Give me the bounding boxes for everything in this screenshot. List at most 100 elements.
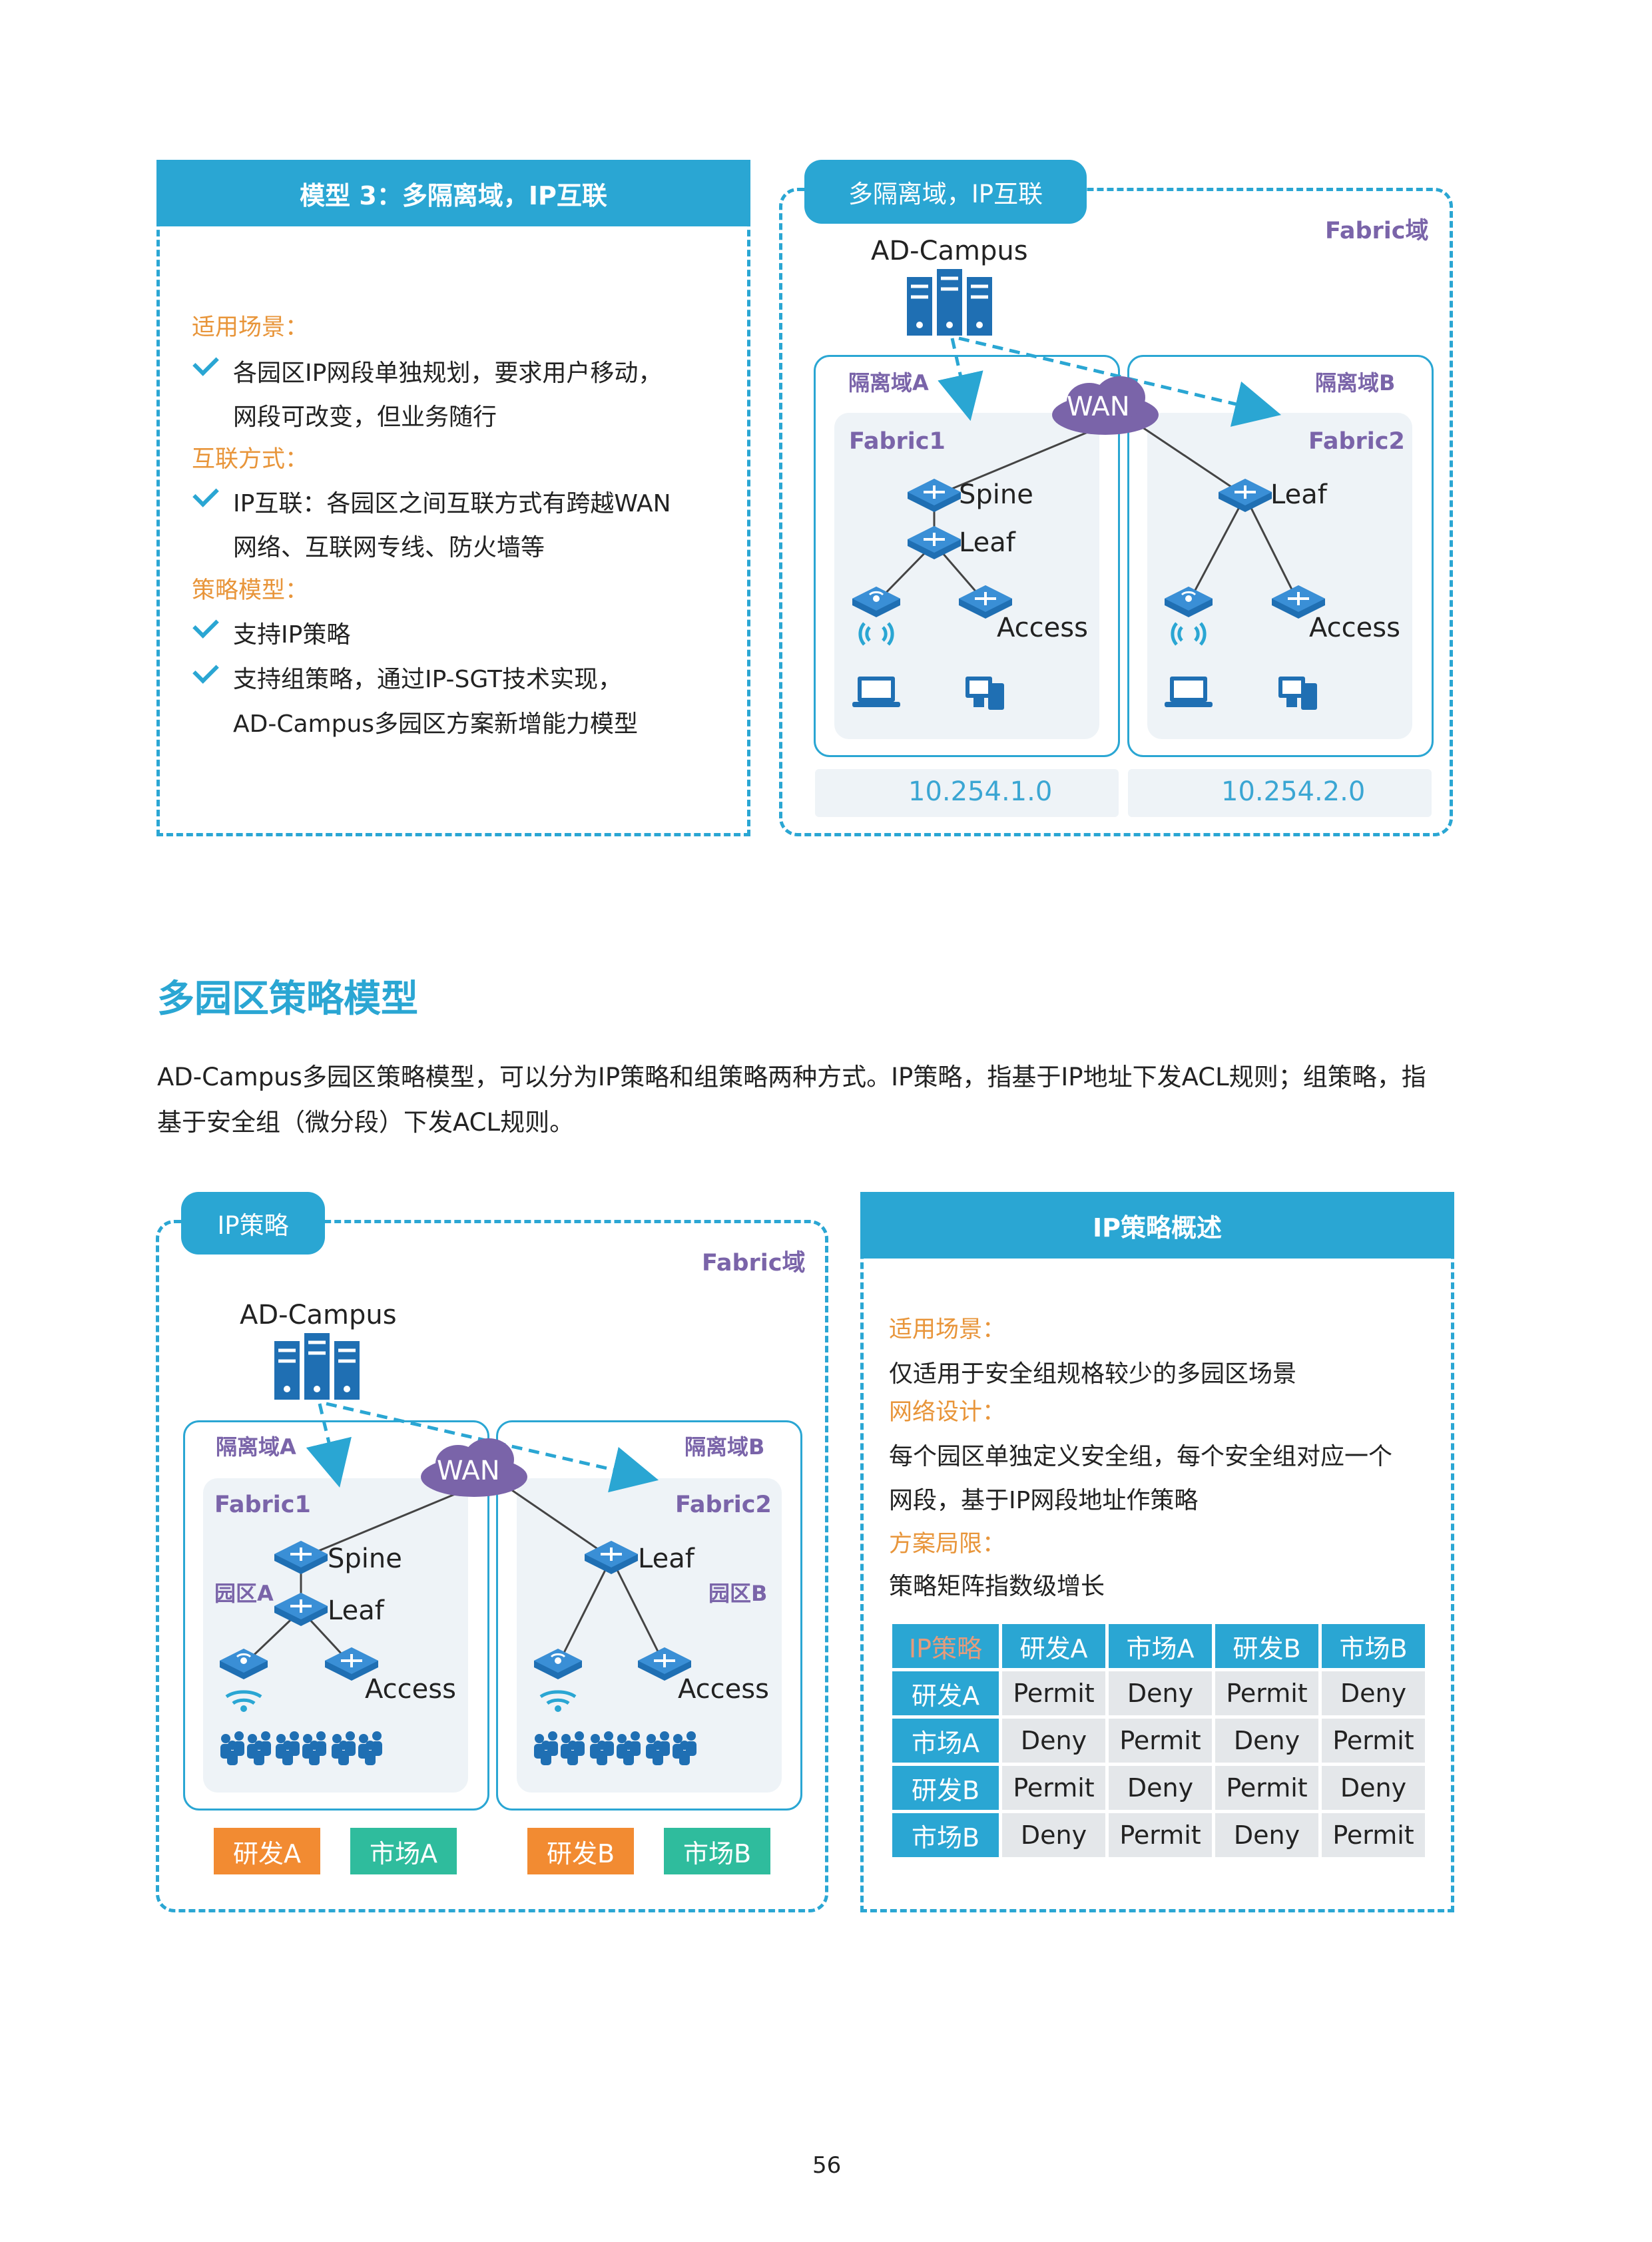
diagram1-domain-b-box: [1127, 355, 1434, 757]
matrix-cell: Deny: [1322, 1671, 1425, 1715]
access-point-icon: [533, 1647, 583, 1681]
section-paragraph: AD-Campus多园区策略模型，可以分为IP策略和组策略两种方式。IP策略，指…: [157, 1055, 1489, 1145]
diagram1-domain-a-box: [814, 355, 1120, 757]
group-tag-mkt-b: 市场B: [664, 1828, 770, 1874]
users-icon: [590, 1731, 641, 1765]
wifi-icon: [226, 1692, 261, 1712]
matrix-col-header: 研发B: [1215, 1624, 1318, 1668]
overview-scenario-text: 仅适用于安全组规格较少的多园区场景: [889, 1360, 1297, 1388]
matrix-col-header: 市场A: [1109, 1624, 1212, 1668]
diagram1-fabric2-label: Fabric2: [1308, 428, 1405, 455]
matrix-col-header: 市场B: [1322, 1624, 1425, 1668]
diagram1-ip-a: 10.254.1.0: [908, 776, 1053, 807]
diagram2-spine-label: Spine: [328, 1543, 402, 1574]
matrix-cell: Deny: [1215, 1813, 1318, 1857]
switch-icon: [273, 1591, 329, 1627]
diagram2-fabric1-label: Fabric1: [214, 1492, 311, 1518]
diagram1-spine-label: Spine: [959, 479, 1033, 510]
matrix-cell: Permit: [1215, 1671, 1318, 1715]
matrix-row: 研发A Permit Deny Permit Deny: [892, 1671, 1425, 1715]
matrix-row: 研发B Permit Deny Permit Deny: [892, 1766, 1425, 1810]
matrix-cell: Deny: [1109, 1766, 1212, 1810]
model3-policy-line-3: AD-Campus多园区方案新增能力模型: [233, 710, 639, 738]
matrix-cell: Permit: [1109, 1719, 1212, 1763]
group-tag-rd-a: 研发A: [214, 1828, 320, 1874]
diagram2-leaf-b-label: Leaf: [638, 1543, 694, 1574]
users-icon: [534, 1731, 585, 1765]
diagram2-domain-b-label: 隔离域B: [685, 1434, 765, 1460]
diagram1-ip-b: 10.254.2.0: [1221, 776, 1366, 807]
diagram2-campus-b-label: 园区B: [708, 1581, 768, 1606]
diagram1-access-a-label: Access: [997, 613, 1088, 643]
matrix-cell: Deny: [1002, 1813, 1105, 1857]
matrix-row-header: 研发B: [892, 1766, 999, 1810]
matrix-col-header: 研发A: [1002, 1624, 1105, 1668]
diagram1-frame: [779, 188, 1453, 836]
diagram2-access-b-label: Access: [678, 1674, 769, 1705]
overview-design-label: 网络设计：: [889, 1399, 1006, 1426]
group-tag-rd-b: 研发B: [527, 1828, 634, 1874]
diagram2-fabric2-label: Fabric2: [675, 1492, 772, 1518]
matrix-cell: Permit: [1109, 1813, 1212, 1857]
diagram2-campus-a-label: 园区A: [214, 1581, 274, 1606]
diagram1-access-b-label: Access: [1309, 613, 1400, 643]
overview-header: IP策略概述: [860, 1192, 1454, 1259]
matrix-row-header: 市场B: [892, 1813, 999, 1857]
diagram1-domain-a-label: 隔离域A: [848, 370, 929, 396]
overview-limit-text: 策略矩阵指数级增长: [889, 1573, 1105, 1600]
diagram1-leaf-a-label: Leaf: [959, 527, 1015, 558]
matrix-cell: Deny: [1322, 1766, 1425, 1810]
model3-interconnect-line-1: IP互联：各园区之间互联方式有跨越WAN: [233, 490, 671, 517]
model3-scenario-line-1: 各园区IP网段单独规划，要求用户移动，: [233, 360, 663, 387]
users-icon: [276, 1731, 326, 1765]
matrix-cell: Deny: [1215, 1719, 1318, 1763]
group-tag-mkt-a: 市场A: [350, 1828, 457, 1874]
diagram1-fabric-domain: Fabric域: [1325, 218, 1429, 244]
diagram1-pill: 多隔离域，IP互联: [804, 160, 1087, 224]
model3-header: 模型 3：多隔离域，IP互联: [156, 160, 750, 226]
matrix-header-row: IP策略 研发A 市场A 研发B 市场B: [892, 1624, 1425, 1668]
section-paragraph-line-1: AD-Campus多园区策略模型，可以分为IP策略和组策略两种方式。IP策略，指…: [157, 1063, 1426, 1091]
matrix-row: 市场B Deny Permit Deny Permit: [892, 1813, 1425, 1857]
diagram1-leaf-b-label: Leaf: [1270, 479, 1327, 510]
diagram1-fabric1-label: Fabric1: [849, 428, 946, 455]
diagram2-pill: IP策略: [181, 1192, 325, 1255]
matrix-cell: Permit: [1215, 1766, 1318, 1810]
model3-policy-line-1: 支持IP策略: [233, 621, 351, 649]
diagram2-domain-a-label: 隔离域A: [216, 1434, 296, 1460]
model3-interconnect-line-2: 网络、互联网专线、防火墙等: [233, 534, 545, 561]
diagram2-controller-label: AD-Campus: [240, 1300, 397, 1330]
matrix-cell: Permit: [1002, 1766, 1105, 1810]
diagram1-domain-b-label: 隔离域B: [1315, 370, 1396, 396]
users-icon: [332, 1731, 382, 1765]
diagram1-controller-label: AD-Campus: [871, 236, 1028, 266]
matrix-cell: Permit: [1002, 1671, 1105, 1715]
matrix-cell: Permit: [1322, 1719, 1425, 1763]
matrix-row-header: 研发A: [892, 1671, 999, 1715]
overview-scenario-label: 适用场景：: [889, 1316, 1006, 1343]
model3-policy-label: 策略模型：: [192, 577, 309, 604]
overview-limit-label: 方案局限：: [889, 1531, 1006, 1557]
matrix-row-header: 市场A: [892, 1719, 999, 1763]
users-icon: [646, 1731, 696, 1765]
matrix-corner: IP策略: [892, 1624, 999, 1668]
diagram1-ip-b-box: [1128, 769, 1432, 817]
diagram1-ip-a-box: [815, 769, 1119, 817]
model3-interconnect-label: 互联方式：: [192, 446, 309, 473]
diagram2-domain-a-box: [183, 1420, 489, 1811]
diagram2-frame: [156, 1220, 828, 1912]
overview-design-line-1: 每个园区单独定义安全组，每个安全组对应一个: [889, 1443, 1393, 1470]
section-title: 多园区策略模型: [157, 978, 418, 1021]
matrix-row: 市场A Deny Permit Deny Permit: [892, 1719, 1425, 1763]
model3-scenario-line-2: 网段可改变，但业务随行: [233, 404, 497, 431]
server-icon: [274, 1333, 360, 1400]
model3-scenario-label: 适用场景：: [192, 314, 309, 341]
access-point-icon: [218, 1647, 269, 1681]
matrix-cell: Permit: [1322, 1813, 1425, 1857]
diagram2-domain-b-box: [496, 1420, 802, 1811]
model3-policy-line-2: 支持组策略，通过IP-SGT技术实现，: [233, 666, 622, 693]
diagram2-wan-label: WAN: [437, 1456, 500, 1486]
wifi-icon: [541, 1692, 575, 1712]
